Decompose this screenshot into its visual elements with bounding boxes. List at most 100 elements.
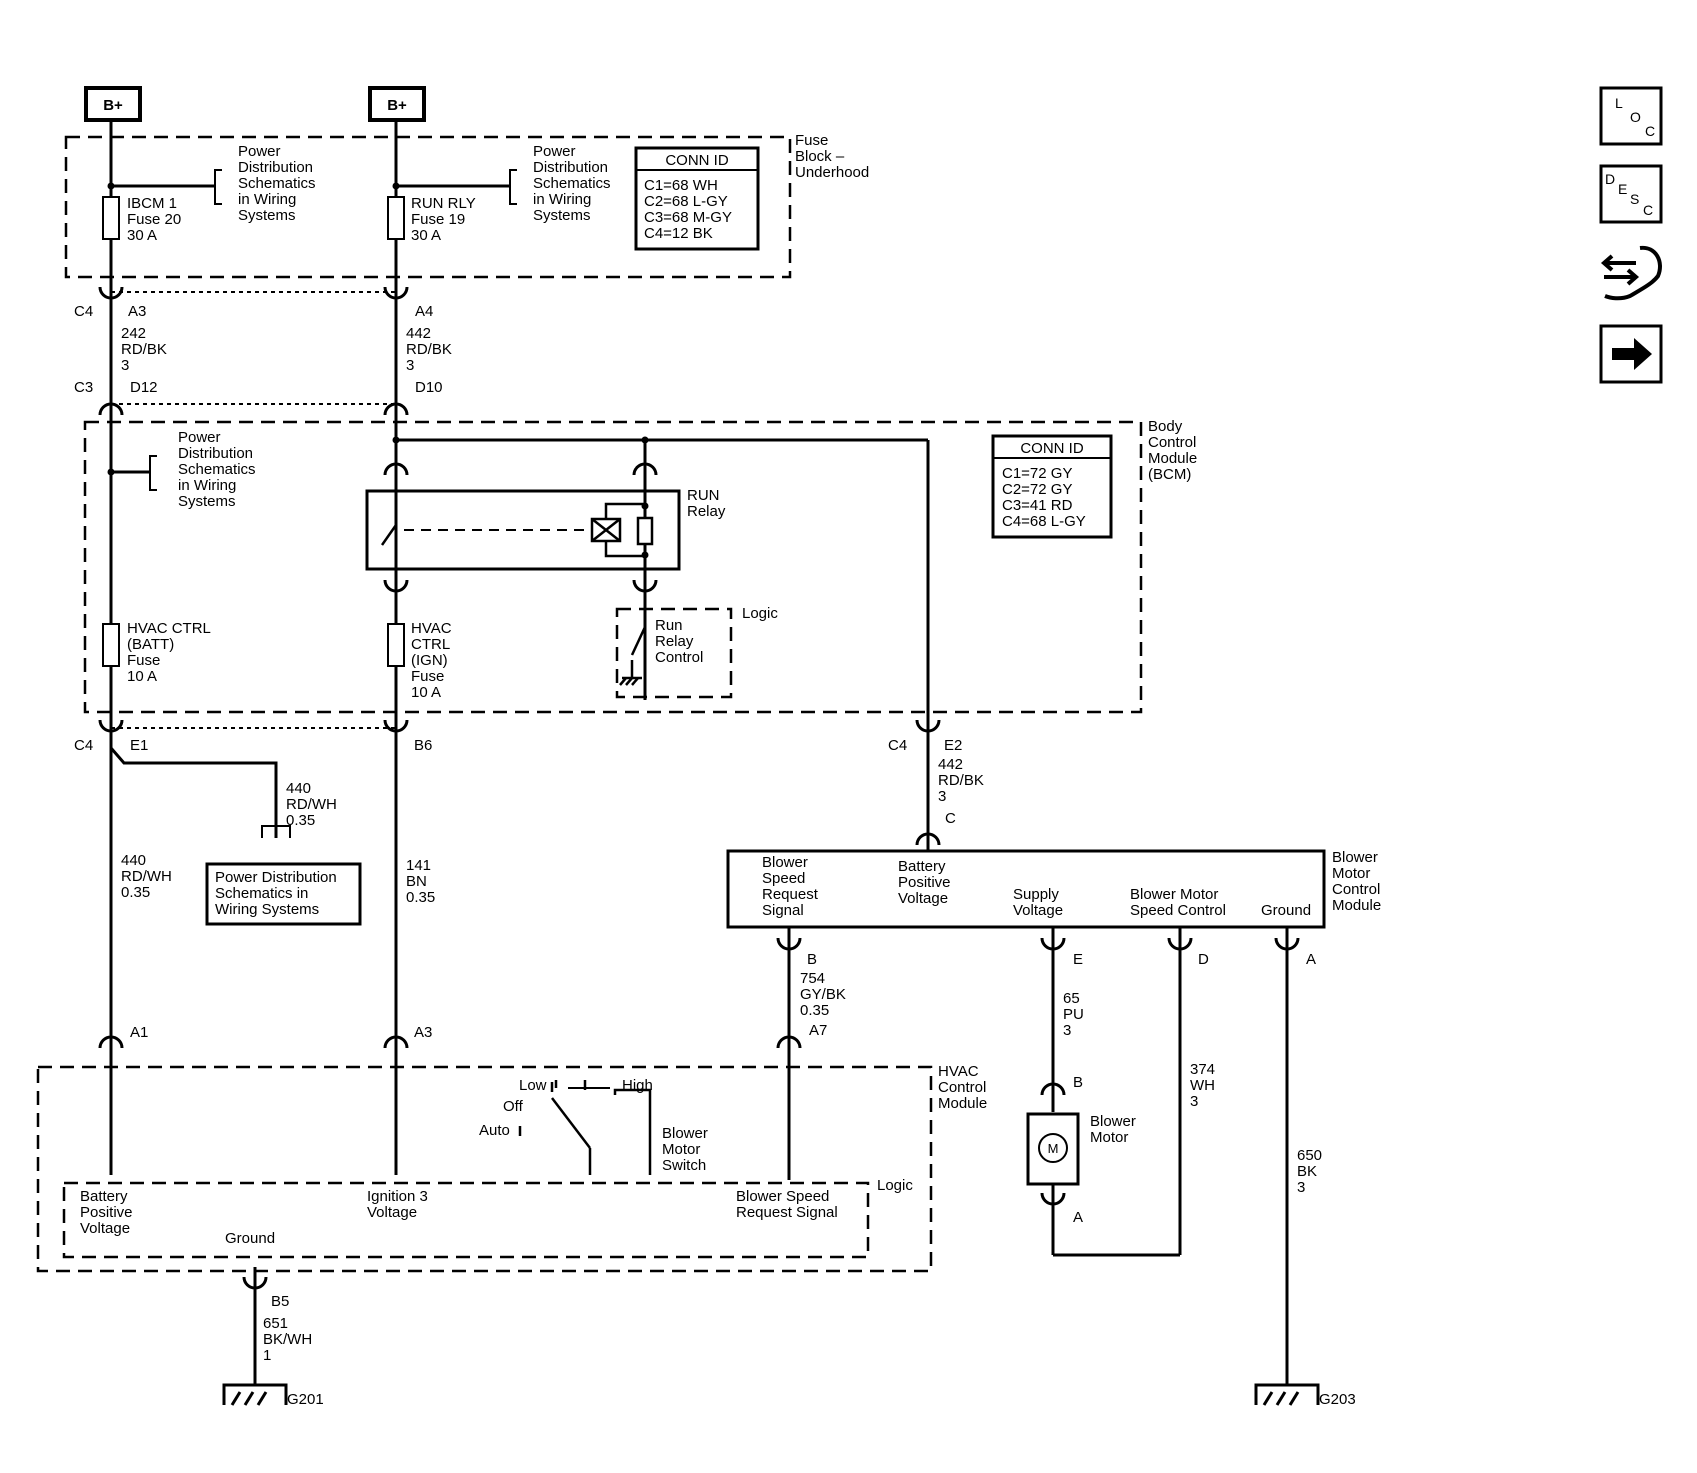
svg-text:3: 3 — [121, 357, 129, 374]
svg-text:Run: Run — [655, 617, 683, 634]
bcm-conn-id: CONN ID C1=72 GY C2=72 GY C3=41 RD C4=68… — [1002, 440, 1086, 530]
svg-text:Switch: Switch — [662, 1157, 706, 1174]
svg-text:(BATT): (BATT) — [127, 636, 174, 653]
svg-text:(IGN): (IGN) — [411, 652, 448, 669]
conn-c4-right: C4 — [888, 737, 907, 754]
blower-motor-symbol — [1026, 1112, 1080, 1186]
svg-text:RD/BK: RD/BK — [121, 341, 167, 358]
run-relay-label: RUN Relay — [687, 487, 726, 520]
svg-text:Fuse 20: Fuse 20 — [127, 211, 181, 228]
svg-text:CONN ID: CONN ID — [1020, 440, 1084, 457]
svg-text:651: 651 — [263, 1315, 288, 1332]
motor-pin-b: B — [1073, 1074, 1083, 1091]
svg-text:Signal: Signal — [762, 902, 804, 919]
fuse-ibcm: IBCM 1 Fuse 20 30 A — [127, 195, 181, 244]
svg-text:1: 1 — [263, 1347, 271, 1364]
svg-text:C2=72 GY: C2=72 GY — [1002, 481, 1072, 498]
fuse-run-rly: RUN RLY Fuse 19 30 A — [411, 195, 476, 244]
svg-text:Schematics: Schematics — [238, 175, 316, 192]
pin-a3-top: A3 — [128, 303, 146, 320]
fuse-hvac-ign: HVAC CTRL (IGN) Fuse 10 A — [411, 620, 452, 701]
wire-651: 651 BK/WH 1 — [263, 1315, 312, 1364]
svg-text:C: C — [1643, 202, 1653, 218]
svg-text:Blower: Blower — [762, 854, 808, 871]
svg-text:Relay: Relay — [655, 633, 694, 650]
svg-text:C1=68 WH: C1=68 WH — [644, 177, 718, 194]
svg-text:Power: Power — [178, 429, 221, 446]
run-relay-control: Run Relay Control — [655, 617, 703, 666]
svg-text:Positive: Positive — [898, 874, 951, 891]
wire-374: 374 WH 3 — [1190, 1061, 1215, 1110]
blower-motor-label: Blower Motor — [1090, 1113, 1136, 1146]
svg-text:Systems: Systems — [238, 207, 296, 224]
pin-a4: A4 — [415, 303, 433, 320]
svg-text:Positive: Positive — [80, 1204, 133, 1221]
bcm-logic-label: Logic — [742, 605, 778, 622]
svg-text:HVAC: HVAC — [938, 1063, 979, 1080]
svg-text:Fuse: Fuse — [795, 132, 828, 149]
pin-c: C — [945, 810, 956, 827]
hvac-pin-ignition: Ignition 3 Voltage — [367, 1188, 428, 1221]
pin-a7: A7 — [809, 1022, 827, 1039]
labels: Fuse Block – Underhood Power Distributio… — [74, 132, 1381, 1408]
wire-754: 754 GY/BK 0.35 — [800, 970, 846, 1019]
svg-text:3: 3 — [1063, 1022, 1071, 1039]
svg-text:Request: Request — [762, 886, 819, 903]
description-icon[interactable]: D E S C — [1599, 164, 1663, 224]
fuse-hvac-batt: HVAC CTRL (BATT) Fuse 10 A — [127, 620, 211, 685]
svg-text:Body: Body — [1148, 418, 1183, 435]
pin-d10: D10 — [415, 379, 443, 396]
hvac-title: HVAC Control Module — [938, 1063, 987, 1112]
svg-text:30 A: 30 A — [127, 227, 157, 244]
wire-141: 141 BN 0.35 — [406, 857, 435, 906]
conn-c4-top: C4 — [74, 303, 93, 320]
svg-text:374: 374 — [1190, 1061, 1215, 1078]
fuse-block-conn-id: CONN ID C1=68 WH C2=68 L-GY C3=68 M-GY C… — [644, 152, 732, 242]
svg-text:Block –: Block – — [795, 148, 845, 165]
svg-text:Schematics: Schematics — [533, 175, 611, 192]
diagnostics-icon[interactable] — [1600, 245, 1662, 301]
pin-battery-positive: Battery Positive Voltage — [898, 858, 951, 907]
pin-e1: E1 — [130, 737, 148, 754]
svg-text:Distribution: Distribution — [238, 159, 313, 176]
ground-symbols — [222, 1383, 1320, 1406]
connector-jacks — [98, 286, 1300, 1290]
svg-text:RD/WH: RD/WH — [121, 868, 172, 885]
svg-text:C4=68 L-GY: C4=68 L-GY — [1002, 513, 1086, 530]
svg-text:Control: Control — [1148, 434, 1196, 451]
dashed-boundaries — [36, 135, 1143, 1273]
svg-text:BK: BK — [1297, 1163, 1317, 1180]
svg-text:Blower: Blower — [1090, 1113, 1136, 1130]
svg-text:GY/BK: GY/BK — [800, 986, 846, 1003]
svg-text:C2=68 L-GY: C2=68 L-GY — [644, 193, 728, 210]
switch-low: Low — [519, 1077, 547, 1094]
svg-text:Systems: Systems — [178, 493, 236, 510]
power-source-2: B+ — [387, 97, 407, 114]
svg-text:0.35: 0.35 — [121, 884, 150, 901]
svg-text:3: 3 — [938, 788, 946, 805]
svg-text:Power: Power — [533, 143, 576, 160]
svg-text:Speed: Speed — [762, 870, 805, 887]
svg-text:S: S — [1630, 191, 1639, 207]
svg-text:Distribution: Distribution — [178, 445, 253, 462]
svg-text:(BCM): (BCM) — [1148, 466, 1191, 483]
svg-text:Voltage: Voltage — [80, 1220, 130, 1237]
power-sources: B+ B+ — [84, 86, 426, 122]
svg-text:Blower: Blower — [1332, 849, 1378, 866]
pin-e-module: E — [1073, 951, 1083, 968]
next-arrow-icon[interactable] — [1599, 324, 1663, 384]
bcm-pd-note: Power Distribution Schematics in Wiring … — [178, 429, 256, 510]
pin-a-module: A — [1306, 951, 1316, 968]
switch-auto: Auto — [479, 1122, 510, 1139]
svg-text:440: 440 — [286, 780, 311, 797]
wire-442-right: 442 RD/BK 3 — [938, 756, 984, 805]
pin-d12: D12 — [130, 379, 158, 396]
svg-text:in Wiring: in Wiring — [238, 191, 296, 208]
svg-text:Module: Module — [1332, 897, 1381, 914]
svg-text:Voltage: Voltage — [367, 1204, 417, 1221]
svg-text:Motor: Motor — [1332, 865, 1370, 882]
location-icon[interactable]: L O C — [1599, 86, 1663, 146]
svg-text:Motor: Motor — [1090, 1129, 1128, 1146]
hvac-pin-request: Blower Speed Request Signal — [736, 1188, 838, 1221]
